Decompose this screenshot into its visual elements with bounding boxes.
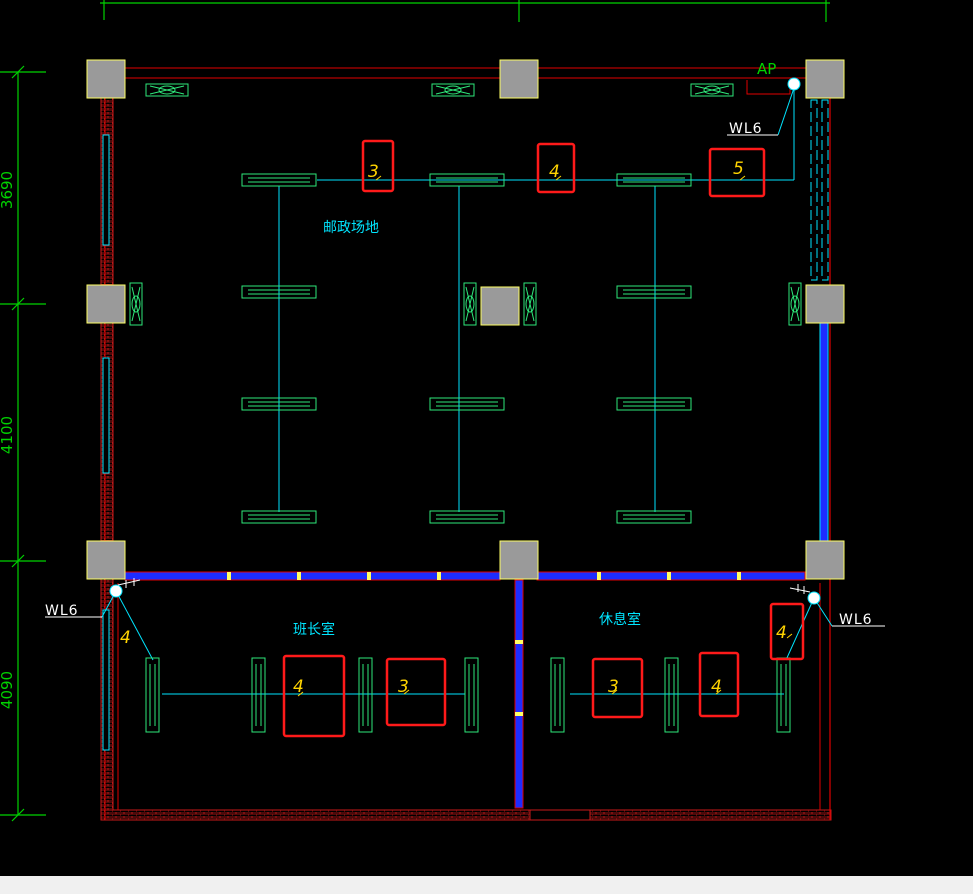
dimension-lines	[0, 0, 830, 822]
light-fixtures-vertical	[145, 657, 791, 733]
room-label-rest-room: 休息室	[599, 611, 641, 628]
lamp-count-top-1: 3	[368, 162, 379, 182]
lamp-count-rest-1: 3	[608, 677, 619, 697]
light-fixtures-horizontal	[241, 173, 692, 524]
cad-floor-plan: 3690 4100 4090	[0, 0, 885, 822]
junction-boxes	[109, 77, 821, 605]
lamp-count-right-column: 4	[776, 623, 787, 643]
lamp-count-monitor-1: 4	[293, 677, 304, 697]
lamp-count-top-2: 4	[549, 162, 560, 182]
dimension-label-bottom: 4090	[0, 671, 16, 709]
lamp-count-top-3: 5	[733, 159, 744, 179]
dimension-label-top: 3690	[0, 171, 16, 209]
distribution-panel	[746, 80, 791, 95]
wiring	[101, 87, 833, 695]
circuit-label-bottom-right: WL6	[839, 612, 873, 628]
circuit-label-bottom-left: WL6	[45, 603, 79, 619]
panel-label-ap: AP	[757, 60, 776, 78]
lamp-count-left-column: 4	[120, 628, 131, 648]
highlight-boxes	[282, 139, 805, 738]
lamp-count-ticks	[297, 175, 793, 697]
room-label-monitor-room: 班长室	[293, 621, 335, 638]
windows	[102, 99, 829, 809]
dimension-label-middle: 4100	[0, 416, 16, 454]
bottom-status-strip	[0, 876, 973, 894]
label-leaders	[45, 134, 885, 627]
circuit-label-top-right: WL6	[729, 121, 763, 137]
lamp-count-rest-2: 4	[711, 677, 722, 697]
structural-columns	[86, 59, 845, 580]
switch-marks	[117, 578, 811, 594]
lamp-count-monitor-2: 3	[398, 677, 409, 697]
fan-units	[129, 83, 802, 326]
room-label-sorting-area: 邮政场地	[323, 220, 379, 236]
